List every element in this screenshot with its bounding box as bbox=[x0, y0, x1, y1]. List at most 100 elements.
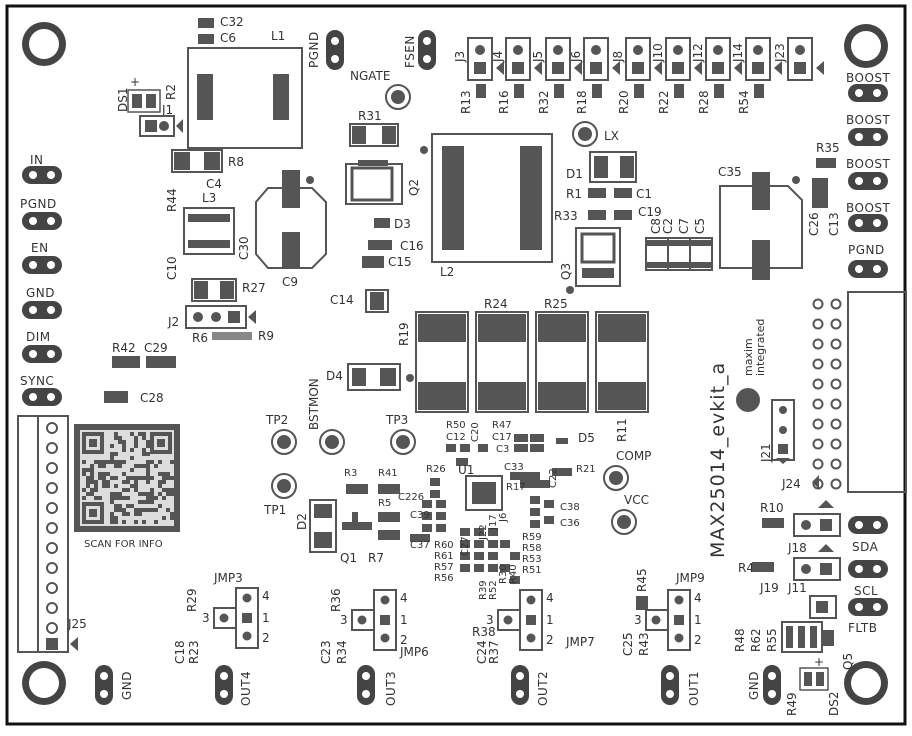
resistor-array bbox=[781, 621, 823, 653]
refdes-j18: J18 bbox=[787, 541, 807, 555]
r42-pads bbox=[112, 356, 140, 368]
pad-in[interactable]: IN bbox=[22, 153, 62, 184]
header-j12[interactable]: J12 bbox=[691, 37, 742, 81]
smd-pad bbox=[514, 434, 528, 442]
header-j5[interactable]: J5 bbox=[531, 37, 582, 81]
testpoint-lx[interactable]: LX bbox=[572, 121, 619, 147]
refdes-c15: C15 bbox=[388, 255, 412, 269]
pad-en[interactable]: EN bbox=[22, 241, 62, 274]
pad-pgnd-right[interactable]: PGND bbox=[848, 243, 888, 278]
pad-fltb[interactable]: FLTB bbox=[848, 598, 888, 635]
smd-pad bbox=[514, 444, 528, 452]
pad-gnd-bottom-left[interactable]: GND bbox=[95, 665, 134, 705]
header-j8[interactable]: J8 bbox=[611, 37, 662, 81]
c14-body bbox=[365, 289, 389, 313]
pad-sync[interactable]: SYNC bbox=[20, 374, 62, 406]
smd-pad bbox=[544, 500, 554, 508]
header-j10[interactable]: J10 bbox=[651, 37, 702, 81]
header-j14[interactable]: J14 bbox=[731, 37, 782, 81]
refdes-r48: R48 bbox=[733, 628, 747, 652]
smd-pad bbox=[500, 564, 510, 572]
connector-j24[interactable] bbox=[812, 291, 907, 493]
testpoint-tp3[interactable]: TP3 bbox=[385, 413, 416, 455]
refdes-c32: C32 bbox=[220, 15, 244, 29]
pad-boost-2[interactable]: BOOST bbox=[846, 113, 891, 146]
pad-fsen[interactable]: FSEN bbox=[403, 30, 436, 70]
connector-j11[interactable] bbox=[809, 595, 837, 619]
smd-pad bbox=[460, 552, 470, 560]
jumper-pin-label: 1 bbox=[400, 613, 408, 627]
refdes-ds2: DS2 bbox=[827, 692, 841, 717]
testpoint-tp1[interactable]: TP1 bbox=[263, 473, 297, 517]
testpoint-bstmon[interactable]: BSTMON bbox=[307, 378, 345, 455]
pad-label-fsen: FSEN bbox=[403, 35, 417, 68]
c29-pads bbox=[146, 356, 176, 368]
header-row-jumpers: J3R13J4R16J5R32J6R18J8R20J10R22J12R28J14… bbox=[453, 37, 824, 114]
refdes-l3: L3 bbox=[202, 191, 216, 205]
refdes-r27: R27 bbox=[242, 281, 266, 295]
testpoint-vcc[interactable]: VCC bbox=[611, 493, 649, 535]
resistor-pad bbox=[476, 84, 486, 98]
refdes-j19: J19 bbox=[759, 581, 779, 595]
pad-boost-3[interactable]: BOOST bbox=[846, 157, 891, 190]
jumper-pin-label: 4 bbox=[546, 591, 554, 605]
testpoint-comp[interactable]: COMP bbox=[603, 449, 651, 491]
testpoint-tp2[interactable]: TP2 bbox=[265, 413, 297, 455]
pad-boost-4[interactable]: BOOST bbox=[846, 201, 891, 232]
ds1-led bbox=[127, 89, 161, 113]
pad-label-boost: BOOST bbox=[846, 201, 891, 215]
c14-pad bbox=[370, 292, 384, 310]
connector-j21[interactable] bbox=[771, 399, 795, 464]
testpoint-ngate[interactable]: NGATE bbox=[350, 69, 411, 110]
refdes-r58: R58 bbox=[522, 543, 542, 554]
pad-out1[interactable]: OUT1 bbox=[661, 665, 701, 706]
connector-j19[interactable] bbox=[793, 557, 841, 581]
sense-resistor bbox=[595, 311, 649, 413]
pad-out3[interactable]: OUT3 bbox=[357, 665, 398, 706]
header-j6[interactable]: J6 bbox=[569, 37, 620, 81]
pad-gnd-left[interactable]: GND bbox=[22, 286, 62, 319]
refdes-plus: + bbox=[130, 75, 140, 89]
connector-j25[interactable] bbox=[17, 415, 78, 653]
connector-j2[interactable] bbox=[185, 305, 256, 329]
header-j4[interactable]: J4 bbox=[491, 37, 542, 81]
refdes-r55: R55 bbox=[765, 628, 779, 652]
j24-pin bbox=[830, 458, 842, 470]
qr-code bbox=[74, 424, 180, 532]
testpoint-label: LX bbox=[604, 129, 619, 143]
r1-pads bbox=[588, 188, 606, 198]
transistor-q2 bbox=[345, 160, 403, 205]
pad-scl[interactable]: SCL bbox=[848, 560, 888, 598]
connector-j18[interactable] bbox=[793, 500, 841, 537]
header-resistor-label: R20 bbox=[617, 90, 631, 114]
pad-dim[interactable]: DIM bbox=[22, 330, 62, 363]
j24-pin bbox=[830, 298, 842, 310]
pad-gnd-bottom-right[interactable]: GND bbox=[747, 665, 781, 705]
refdes-r10: R10 bbox=[760, 501, 784, 515]
smd-pad bbox=[378, 512, 400, 522]
pad-pgnd-left[interactable]: PGND bbox=[20, 197, 62, 230]
pad-pgnd-top[interactable]: PGND bbox=[307, 30, 344, 70]
header-j3[interactable]: J3 bbox=[453, 37, 504, 81]
pad-out2[interactable]: OUT2 bbox=[511, 665, 550, 706]
resistor-r8 bbox=[171, 149, 223, 173]
smd-pad bbox=[520, 480, 550, 488]
smd-pad bbox=[346, 484, 368, 494]
header-j23[interactable]: J23 bbox=[773, 37, 824, 81]
logo-text-bottom: integrated bbox=[754, 319, 767, 376]
refdes-r29: R29 bbox=[185, 588, 199, 612]
pad-sda[interactable]: SDA bbox=[848, 516, 888, 554]
inductor-l1 bbox=[187, 47, 303, 149]
pad-boost-1[interactable]: BOOST bbox=[846, 71, 891, 102]
refdes-c8: C8 bbox=[649, 218, 663, 234]
pad-out4[interactable]: OUT4 bbox=[215, 665, 253, 706]
c15-pads bbox=[362, 256, 384, 268]
smd-pad bbox=[446, 444, 456, 452]
connector-j1[interactable] bbox=[139, 115, 183, 137]
jumper-pin-label: 1 bbox=[262, 611, 270, 625]
jumper-pin-label: 1 bbox=[694, 613, 702, 627]
